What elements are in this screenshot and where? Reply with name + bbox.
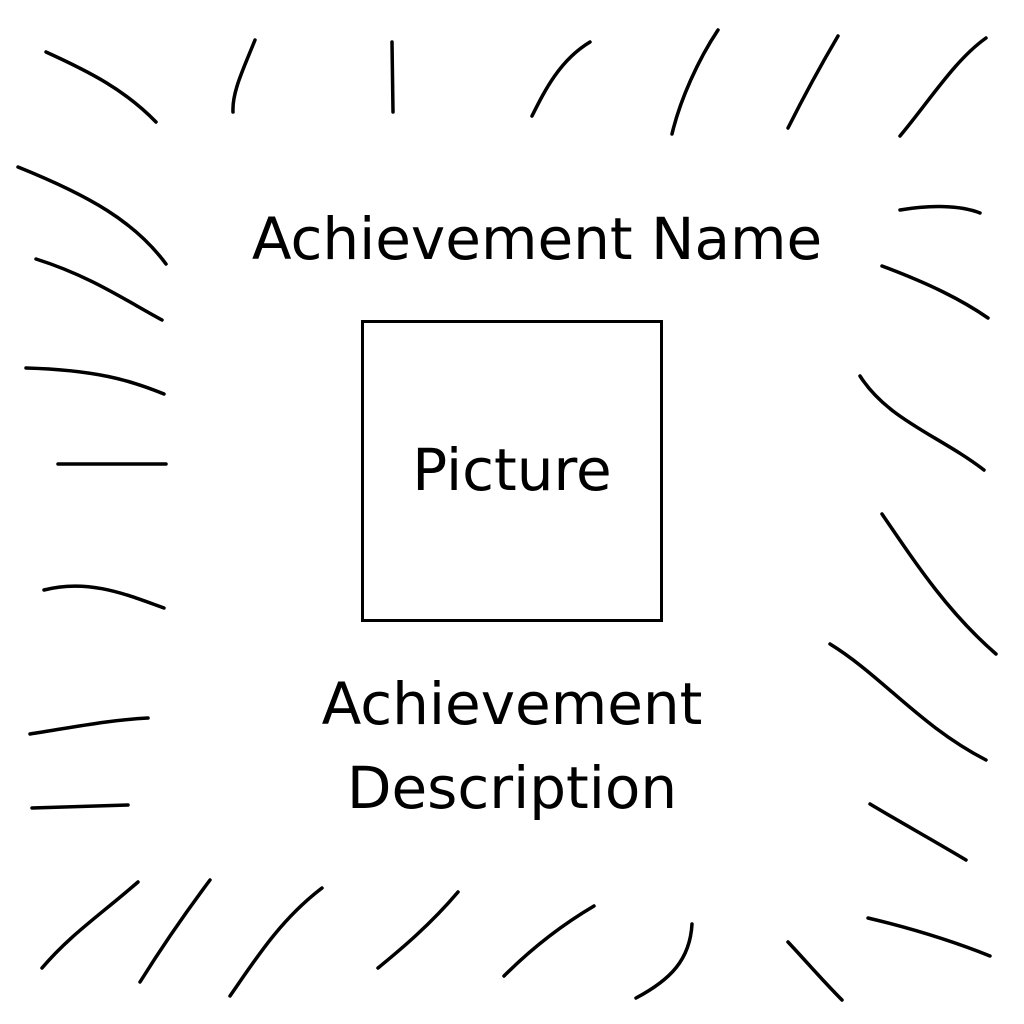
ray-line: [30, 803, 130, 810]
ray-line: [44, 50, 158, 124]
ray-line: [786, 940, 844, 1002]
picture-label: Picture: [412, 436, 612, 504]
achievement-name: Achievement Name: [251, 205, 823, 273]
ray-line: [828, 642, 988, 762]
ray-line: [866, 916, 992, 958]
ray-line: [34, 257, 164, 322]
ray-line: [880, 512, 998, 656]
ray-line: [390, 40, 395, 114]
ray-line: [898, 36, 988, 138]
ray-line: [24, 366, 166, 396]
ray-line: [786, 34, 840, 130]
ray-line: [28, 716, 150, 736]
ray-line: [16, 165, 168, 266]
ray-line: [670, 28, 720, 136]
ray-line: [231, 38, 257, 114]
ray-line: [228, 886, 324, 998]
ray-line: [530, 40, 592, 118]
ray-line: [40, 880, 140, 970]
ray-line: [138, 878, 212, 984]
ray-line: [634, 922, 694, 1000]
ray-line: [376, 890, 460, 970]
ray-line: [868, 802, 968, 862]
ray-line: [898, 204, 982, 215]
achievement-description: Achievement Description: [321, 670, 703, 822]
ray-line: [858, 374, 986, 472]
ray-line: [880, 264, 990, 320]
ray-line: [42, 584, 166, 610]
achievement-picture-placeholder: Picture: [361, 320, 663, 622]
ray-line: [502, 904, 596, 978]
